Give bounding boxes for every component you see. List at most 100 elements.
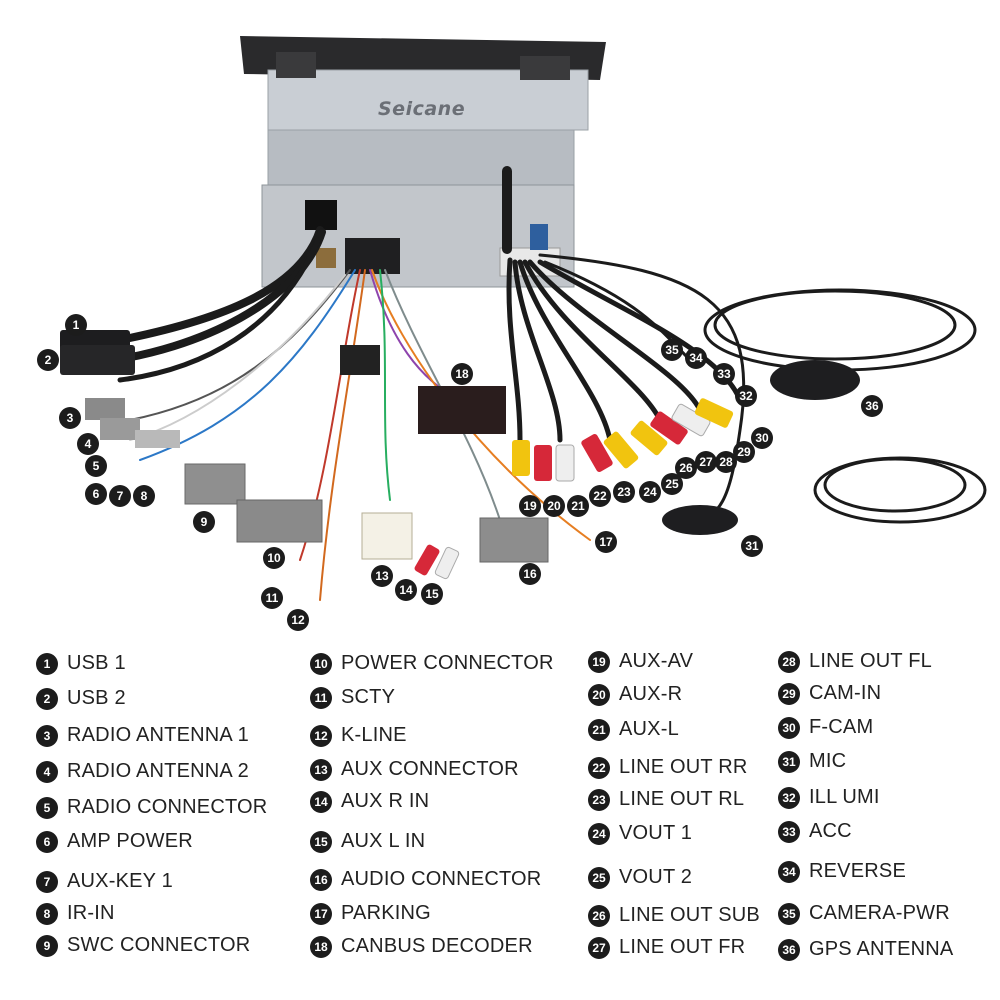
callout-5: 5 [85,455,107,477]
legend-number: 17 [310,902,332,925]
legend-label: PARKING [341,902,431,924]
wiring-photo: Seicane 1 2 3 4 5 6 7 8 9 10 11 12 13 14… [37,36,987,631]
legend-number: 2 [36,687,58,710]
legend-label: RADIO ANTENNA 2 [67,760,249,782]
legend-label: USB 1 [67,652,126,674]
callout-11: 11 [261,587,283,609]
legend-number: 21 [588,718,610,741]
legend-number: 28 [778,650,800,673]
callout-32: 32 [735,385,757,407]
callout-15: 15 [421,583,443,605]
canbus-decoder [418,386,506,434]
legend-item: 24 VOUT 1 [588,822,692,845]
legend-item: 15 AUX L IN [310,830,425,853]
legend-label: AUX-AV [619,650,694,672]
legend-label: LINE OUT SUB [619,904,760,926]
legend-number: 1 [36,652,58,675]
callout-21: 21 [567,495,589,517]
callout-4: 4 [77,433,99,455]
legend-number: 22 [588,756,610,779]
legend-number: 32 [778,786,800,809]
callout-16: 16 [519,563,541,585]
callout-13: 13 [371,565,393,587]
legend-number: 14 [310,790,332,813]
legend-label: VOUT 1 [619,822,693,844]
legend-number: 20 [588,683,610,706]
callout-36: 36 [861,395,883,417]
callout-29: 29 [733,441,755,463]
legend-number: 6 [36,830,58,853]
legend-label: AUX L IN [341,830,426,852]
legend-label: LINE OUT RR [619,756,748,778]
legend-label: AUX-KEY 1 [67,870,173,892]
swc-connector [184,463,246,505]
legend-number: 34 [778,860,800,883]
legend-number: 13 [310,758,332,781]
legend-label: LINE OUT FL [809,650,932,672]
legend-label: IR-IN [67,902,115,924]
legend-item: 1 USB 1 [36,652,126,675]
callout-10: 10 [263,547,285,569]
legend-number: 24 [588,822,610,845]
legend-label: VOUT 2 [619,866,693,888]
radio-ant-1 [85,398,125,420]
legend-label: AUDIO CONNECTOR [341,868,542,890]
legend-number: 27 [588,936,610,959]
gps-antenna [770,360,860,400]
rca-plugs [414,398,734,580]
legend-number: 31 [778,750,800,773]
legend-label: AUX-L [619,718,679,740]
legend-item: 7 AUX-KEY 1 [36,870,173,893]
legend-number: 25 [588,866,610,889]
legend-number: 8 [36,902,58,925]
unit-lid [240,36,606,80]
legend-number: 7 [36,870,58,893]
legend-item: 25 VOUT 2 [588,866,692,889]
legend-label: SWC CONNECTOR [67,934,251,956]
callout-12: 12 [287,609,309,631]
callout-23: 23 [613,481,635,503]
legend-label: AMP POWER [67,830,193,852]
legend-label: RADIO ANTENNA 1 [67,724,249,746]
legend-item: 31 MIC [778,750,846,773]
legend-label: RADIO CONNECTOR [67,796,268,818]
legend-label: MIC [809,750,847,772]
callout-31: 31 [741,535,763,557]
callout-26: 26 [675,457,697,479]
callout-2: 2 [37,349,59,371]
legend-number: 15 [310,830,332,853]
legend-item: 21 AUX-L [588,718,679,741]
wiring-illustration [60,36,987,601]
callout-25: 25 [661,473,683,495]
legend-number: 3 [36,724,58,747]
legend-number: 11 [310,686,332,709]
callout-27: 27 [695,451,717,473]
legend-label: CANBUS DECODER [341,935,533,957]
radio-ant-2 [100,418,140,440]
legend-label: USB 2 [67,687,126,709]
callout-28: 28 [715,451,737,473]
legend-number: 10 [310,652,332,675]
legend-label: REVERSE [809,860,906,882]
power-connector [236,499,323,543]
legend-number: 33 [778,820,800,843]
callout-18: 18 [451,363,473,385]
legend-item: 34 REVERSE [778,860,906,883]
legend-label: SCTY [341,686,396,708]
legend-number: 29 [778,682,800,705]
